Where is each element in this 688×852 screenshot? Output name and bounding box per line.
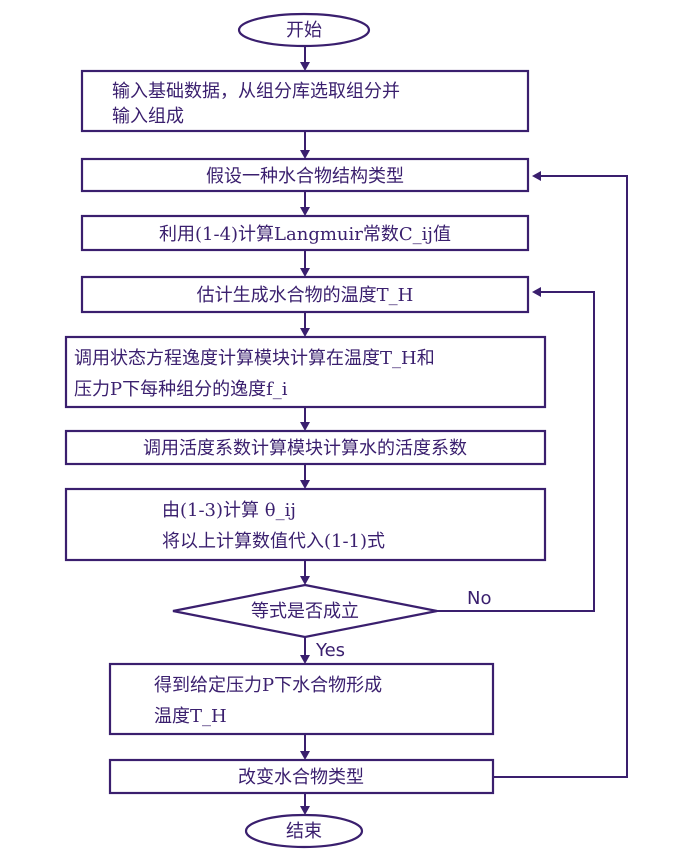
arrowhead (300, 422, 310, 431)
input-box: 输入基础数据，从组分库选取组分并 输入组成 (80, 69, 530, 133)
fugacity-line-1: 调用状态方程逸度计算模块计算在温度T_H和 (74, 348, 435, 369)
result-line-2: 温度T_H (154, 706, 227, 727)
arrowhead (532, 171, 541, 181)
fugacity-box: 调用状态方程逸度计算模块计算在温度T_H和 压力P下每种组分的逸度f_i (64, 335, 547, 409)
connectors (300, 46, 628, 815)
edge-change-loop (493, 175, 628, 778)
change-type-box: 改变水合物类型 (108, 758, 495, 795)
no-label: No (467, 588, 491, 609)
yes-label: Yes (315, 640, 345, 661)
estimate-temperature-label: 估计生成水合物的温度T_H (197, 285, 414, 306)
arrowhead (300, 655, 310, 664)
theta-box: 由(1-3)计算 θ_ij 将以上计算数值代入(1-1)式 (64, 487, 547, 562)
assume-structure-label: 假设一种水合物结构类型 (206, 166, 404, 187)
fugacity-line-2: 压力P下每种组分的逸度f_i (74, 379, 288, 400)
arrowhead (300, 62, 310, 71)
langmuir-label: 利用(1-4)计算Langmuir常数C_ij值 (159, 224, 451, 245)
arrowhead (300, 480, 310, 489)
assume-structure-box: 假设一种水合物结构类型 (80, 157, 530, 193)
arrowhead (300, 268, 310, 277)
end-node: 结束 (244, 813, 364, 849)
decision-node: 等式是否成立 (172, 583, 438, 639)
arrowhead (300, 806, 310, 815)
arrowhead (532, 287, 541, 297)
theta-line-1: 由(1-3)计算 θ_ij (162, 500, 296, 521)
arrowhead (300, 150, 310, 159)
arrowhead (300, 751, 310, 760)
result-line-1: 得到给定压力P下水合物形成 (154, 675, 382, 696)
edge-no-loop (437, 291, 595, 612)
decision-label: 等式是否成立 (251, 601, 359, 622)
result-box: 得到给定压力P下水合物形成 温度T_H (108, 662, 495, 736)
arrowhead (300, 576, 310, 585)
langmuir-box: 利用(1-4)计算Langmuir常数C_ij值 (80, 214, 530, 252)
estimate-temperature-box: 估计生成水合物的温度T_H (80, 275, 530, 314)
activity-label: 调用活度系数计算模块计算水的活度系数 (143, 438, 467, 459)
activity-box: 调用活度系数计算模块计算水的活度系数 (64, 429, 547, 466)
theta-line-2: 将以上计算数值代入(1-1)式 (162, 531, 385, 552)
arrowhead (300, 328, 310, 337)
start-node: 开始 (237, 12, 371, 48)
input-line-1: 输入基础数据，从组分库选取组分并 (112, 81, 400, 102)
end-label: 结束 (286, 821, 322, 842)
input-line-2: 输入组成 (112, 106, 184, 127)
arrowhead (300, 207, 310, 216)
change-type-label: 改变水合物类型 (238, 767, 364, 788)
start-label: 开始 (286, 20, 322, 41)
